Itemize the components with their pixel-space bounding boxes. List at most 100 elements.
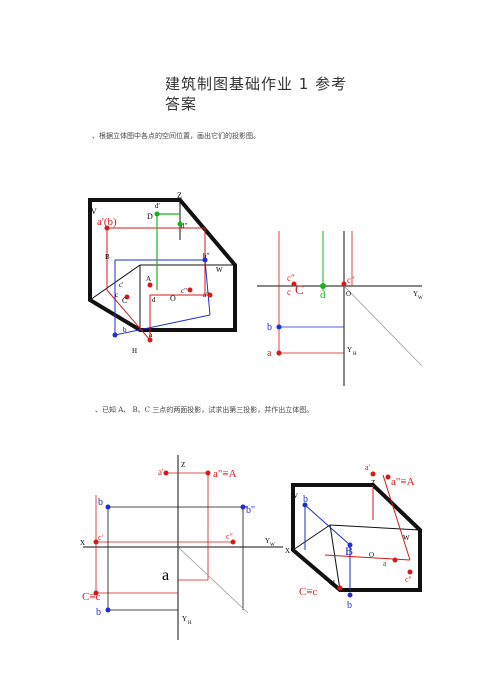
label: H (330, 579, 335, 587)
point-c-dbl (187, 287, 193, 293)
label: b" (246, 505, 255, 516)
label: Z (371, 479, 375, 487)
point-b-bottom (347, 592, 353, 598)
red-line (106, 289, 151, 341)
point-c-dbl (230, 539, 236, 545)
question-2-text: 、已知 A、 B、C 三点的两面投影，试求出第三投影，并作出立体图。 (95, 406, 314, 414)
point-a-prime (163, 470, 169, 476)
point-b-prime (105, 504, 111, 510)
label: b (267, 322, 272, 333)
point-a-dbl (205, 470, 211, 476)
point-c-dbl-o (341, 281, 347, 287)
label: H (353, 352, 357, 357)
point-b (302, 502, 308, 508)
label: W (418, 296, 423, 301)
label: V (293, 492, 298, 500)
label: d (152, 296, 156, 304)
label: b" (203, 252, 210, 260)
grid-grey (177, 546, 249, 614)
label: C (122, 296, 127, 305)
edge (329, 524, 421, 531)
point-a (392, 557, 398, 563)
point-b-dbl (202, 257, 208, 263)
label: H (188, 621, 192, 626)
point-b (105, 607, 111, 613)
label: a (149, 331, 153, 339)
label: V (91, 207, 97, 216)
label: W (216, 266, 223, 274)
label: c" (226, 532, 233, 541)
label: B (345, 544, 353, 558)
edge (329, 524, 341, 591)
label: a' (158, 467, 164, 477)
point-C (337, 585, 343, 591)
point-d (320, 283, 326, 289)
question-1-text: 、根据立体图中各点的空间位置，画出它们的投影图。 (92, 132, 260, 140)
figure-2-cube: a' a"≡A V b Z X B O W a c" C≡c H b (285, 463, 422, 611)
label: a (383, 559, 387, 568)
label: b (303, 494, 308, 505)
label: a"≡A (213, 468, 237, 480)
label: a (267, 348, 272, 359)
blue-line (304, 504, 351, 546)
label: C≡c (299, 586, 318, 598)
blue-line (114, 314, 211, 336)
label: c" (347, 275, 355, 285)
label: c" (405, 575, 412, 584)
figure-1-projection: c" c C d c" O Y W b a Y H (257, 231, 423, 386)
label: O (346, 290, 351, 298)
blue-line (204, 259, 211, 316)
point-b (112, 332, 118, 338)
title-line-1: 建筑制图基础作业 1 参考 (165, 75, 348, 93)
label: Y (182, 615, 187, 623)
label: c' (119, 281, 123, 289)
label: B (105, 253, 110, 261)
label: A (146, 275, 151, 283)
label: D (147, 212, 153, 221)
label: b (98, 497, 103, 508)
label: c (287, 287, 291, 297)
label: b (347, 600, 352, 611)
red-line (382, 474, 411, 561)
label: a (162, 567, 169, 584)
point-a (147, 337, 153, 343)
label: X (80, 539, 85, 547)
point-c-prime (93, 539, 99, 545)
label: H (132, 347, 137, 355)
label: c" (287, 273, 295, 283)
label: Z (177, 191, 182, 200)
label: c (115, 291, 118, 299)
label: a" (203, 291, 209, 299)
label: W (270, 543, 275, 548)
point-d-prime (154, 211, 160, 217)
point-a (276, 350, 282, 356)
point-a-prime (104, 225, 110, 231)
label: Y (413, 290, 418, 298)
label: a"≡A (391, 476, 415, 488)
figure-2-projection: a' Z a"≡A b b" X c' c" Y W a C≡c b Y H (80, 455, 283, 640)
figure-1-cube: Z V a'(b) D d' d" B b" W A c' c C d O c"… (88, 191, 237, 355)
label: O (170, 294, 176, 303)
title-line-2: 答案 (165, 95, 198, 113)
label: W (403, 534, 410, 542)
point-A (147, 282, 153, 288)
grid-grey (343, 285, 423, 367)
label: O (369, 551, 374, 559)
label: c" (181, 287, 187, 295)
point-B (347, 542, 353, 548)
point-C (93, 590, 99, 596)
point-c-dbl (291, 281, 297, 287)
label: a'(b) (97, 216, 117, 228)
point-b (276, 324, 282, 330)
label: d' (155, 202, 160, 210)
point-a-prime (370, 471, 376, 477)
label: b (123, 326, 127, 334)
label: d" (181, 222, 188, 230)
point-c-dbl (407, 569, 413, 575)
label: b (96, 607, 101, 618)
label: C (295, 282, 304, 297)
point-b-dbl (240, 504, 246, 510)
point-d-dbl (177, 221, 183, 227)
label: Y (347, 346, 352, 354)
point-a-dbl (207, 292, 213, 298)
